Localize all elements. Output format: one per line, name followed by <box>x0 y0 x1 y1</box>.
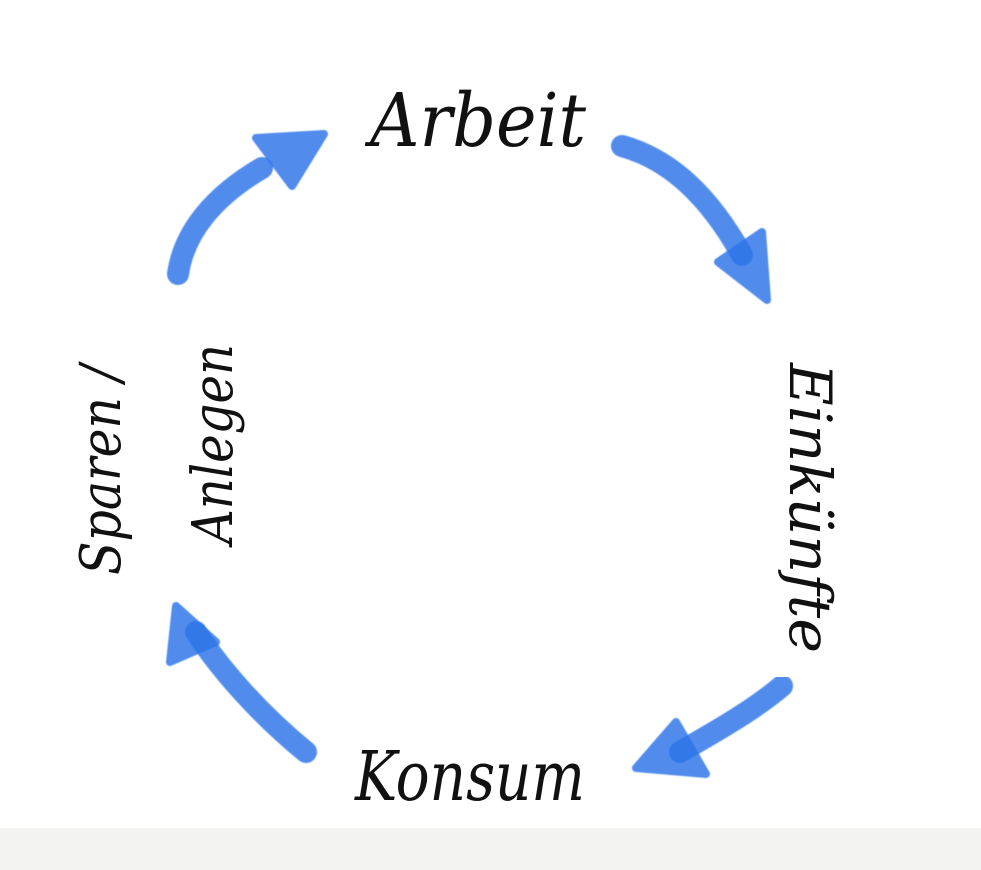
node-label-arbeit: Arbeit <box>364 78 586 164</box>
node-label-anlegen: Anlegen <box>181 344 246 548</box>
node-label-sparen: Sparen / <box>69 361 134 575</box>
arrow-arbeit-to-einkuenfte <box>611 135 771 304</box>
node-label-einkuenfte: Einkünfte <box>776 362 844 653</box>
arrow-einkuenfte-to-konsum <box>632 675 793 778</box>
bottom-strip <box>0 828 981 870</box>
node-label-konsum: Konsum <box>353 738 585 817</box>
arrow-sparen-to-arbeit <box>167 130 328 285</box>
arrow-konsum-to-sparen <box>166 602 317 763</box>
